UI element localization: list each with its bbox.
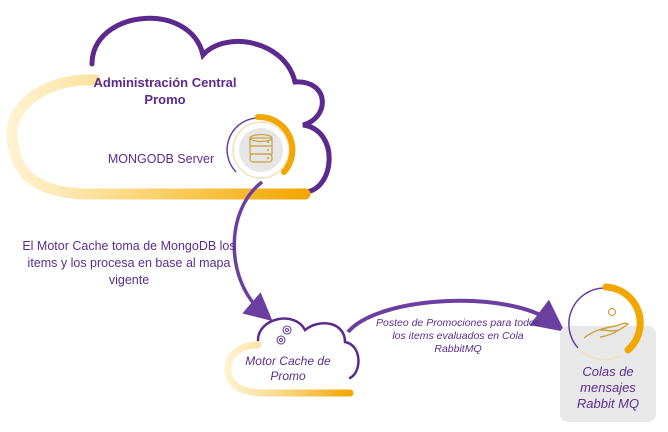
edge-label-mongo-to-motor: El Motor Cache toma de MongoDB los items… — [22, 239, 236, 287]
motor-cache-label: Motor Cache de Promo — [245, 354, 331, 383]
arrow-mongo-to-motor — [232, 180, 273, 322]
admin-cloud-base — [6, 74, 311, 200]
admin-cloud-outline — [89, 15, 332, 195]
rabbit-mq-label: Colas de mensajes Rabbit MQ — [576, 364, 640, 411]
arrow-motor-to-rabbit — [346, 298, 565, 334]
rabbit-box — [560, 326, 656, 422]
gears-icon — [276, 325, 292, 345]
edge-label-motor-to-rabbit: Posteo de Promociones para todos los ite… — [375, 317, 541, 355]
mongodb-server-label: MONGODB Server — [107, 152, 215, 166]
motor-cloud-base — [224, 341, 354, 397]
motor-cloud-outline — [256, 317, 360, 380]
admin-cloud-title: Administración Central Promo — [93, 75, 237, 107]
database-icon — [226, 113, 296, 179]
hand-gear-icon — [568, 283, 644, 361]
